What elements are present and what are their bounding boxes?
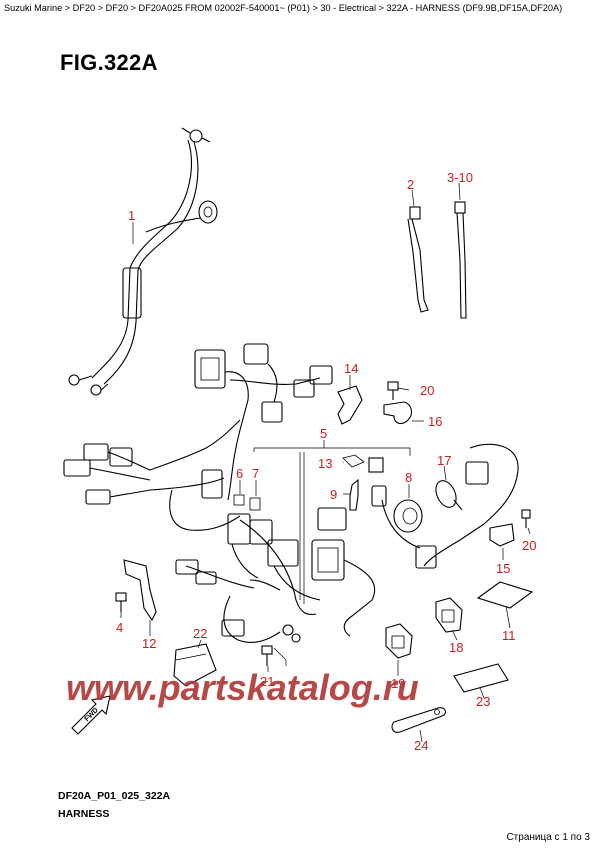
callout-13: 13 [318, 456, 332, 471]
callout-23: 23 [476, 694, 490, 709]
callout-12: 12 [142, 636, 156, 651]
callout-15: 15 [496, 561, 510, 576]
callout-20-top: 20 [420, 383, 434, 398]
callout-14: 14 [344, 361, 358, 376]
diagram-caption: HARNESS [58, 808, 110, 820]
callout-19: 19 [391, 676, 405, 691]
callout-5: 5 [320, 426, 327, 441]
bolt-4[interactable] [115, 592, 127, 612]
callout-11: 11 [502, 628, 516, 643]
callout-18: 18 [449, 640, 463, 655]
callout-17: 17 [437, 453, 451, 468]
callout-4: 4 [116, 620, 123, 635]
cover-22[interactable] [173, 643, 217, 687]
callout-2: 2 [407, 177, 414, 192]
bolt-20-top[interactable] [387, 381, 399, 400]
breadcrumb[interactable]: Suzuki Marine > DF20 > DF20 > DF20A025 F… [4, 3, 563, 13]
page-indicator: Страница с 1 по 3 [506, 832, 590, 843]
callout-22: 22 [193, 626, 207, 641]
callout-3: 3-10 [447, 170, 473, 185]
battery-cable[interactable] [68, 127, 218, 396]
callout-8: 8 [405, 470, 412, 485]
bracket-20-right[interactable] [489, 509, 531, 547]
callout-21: 21 [260, 674, 274, 689]
leader-lines [120, 182, 531, 743]
callout-16: 16 [428, 414, 442, 429]
callout-20-right: 20 [522, 538, 536, 553]
callout-7: 7 [252, 466, 259, 481]
connector-19[interactable] [385, 623, 413, 659]
strap-24[interactable] [391, 707, 447, 733]
label-23[interactable] [453, 663, 509, 693]
connector-18[interactable] [435, 597, 463, 633]
right-harness[interactable] [423, 443, 519, 567]
figure-title: FIG.322A [60, 50, 158, 75]
bolt-21[interactable] [261, 645, 287, 666]
callout-1: 1 [128, 208, 135, 223]
callout-24: 24 [414, 738, 428, 753]
bracket-14[interactable] [337, 385, 363, 425]
cable-tie-2[interactable] [407, 206, 429, 313]
main-harness[interactable] [63, 343, 333, 643]
watermark-text: www.partskatalog.ru [66, 667, 419, 708]
callout-9: 9 [330, 487, 337, 502]
bracket-12[interactable] [123, 559, 157, 622]
harness-sub-assembly[interactable] [233, 440, 437, 637]
diagram-code: DF20A_P01_025_322A [58, 790, 171, 802]
callout-numbers: 1 2 3-10 4 5 6 7 8 9 11 12 13 14 15 16 1… [116, 170, 536, 753]
sheet-11[interactable] [476, 581, 534, 609]
grommet-17[interactable] [432, 478, 463, 511]
cable-tie-3[interactable] [454, 201, 467, 319]
callout-6: 6 [236, 466, 243, 481]
clamp-16[interactable] [383, 401, 413, 425]
